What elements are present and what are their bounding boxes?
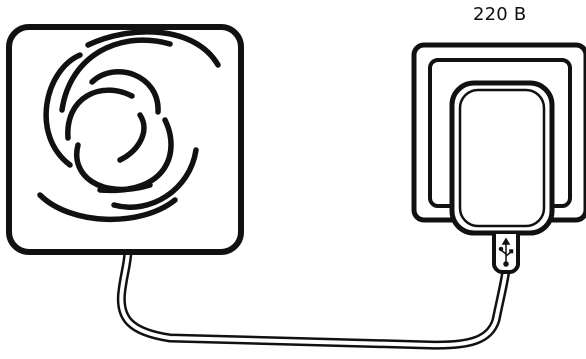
usb-icon: [498, 237, 514, 267]
voltage-label: 220 В: [473, 4, 527, 25]
spiral-device-icon: [6, 24, 244, 255]
charger-adapter-icon: [449, 80, 555, 236]
usb-cable: [116, 245, 511, 350]
usb-plug: [492, 234, 520, 274]
